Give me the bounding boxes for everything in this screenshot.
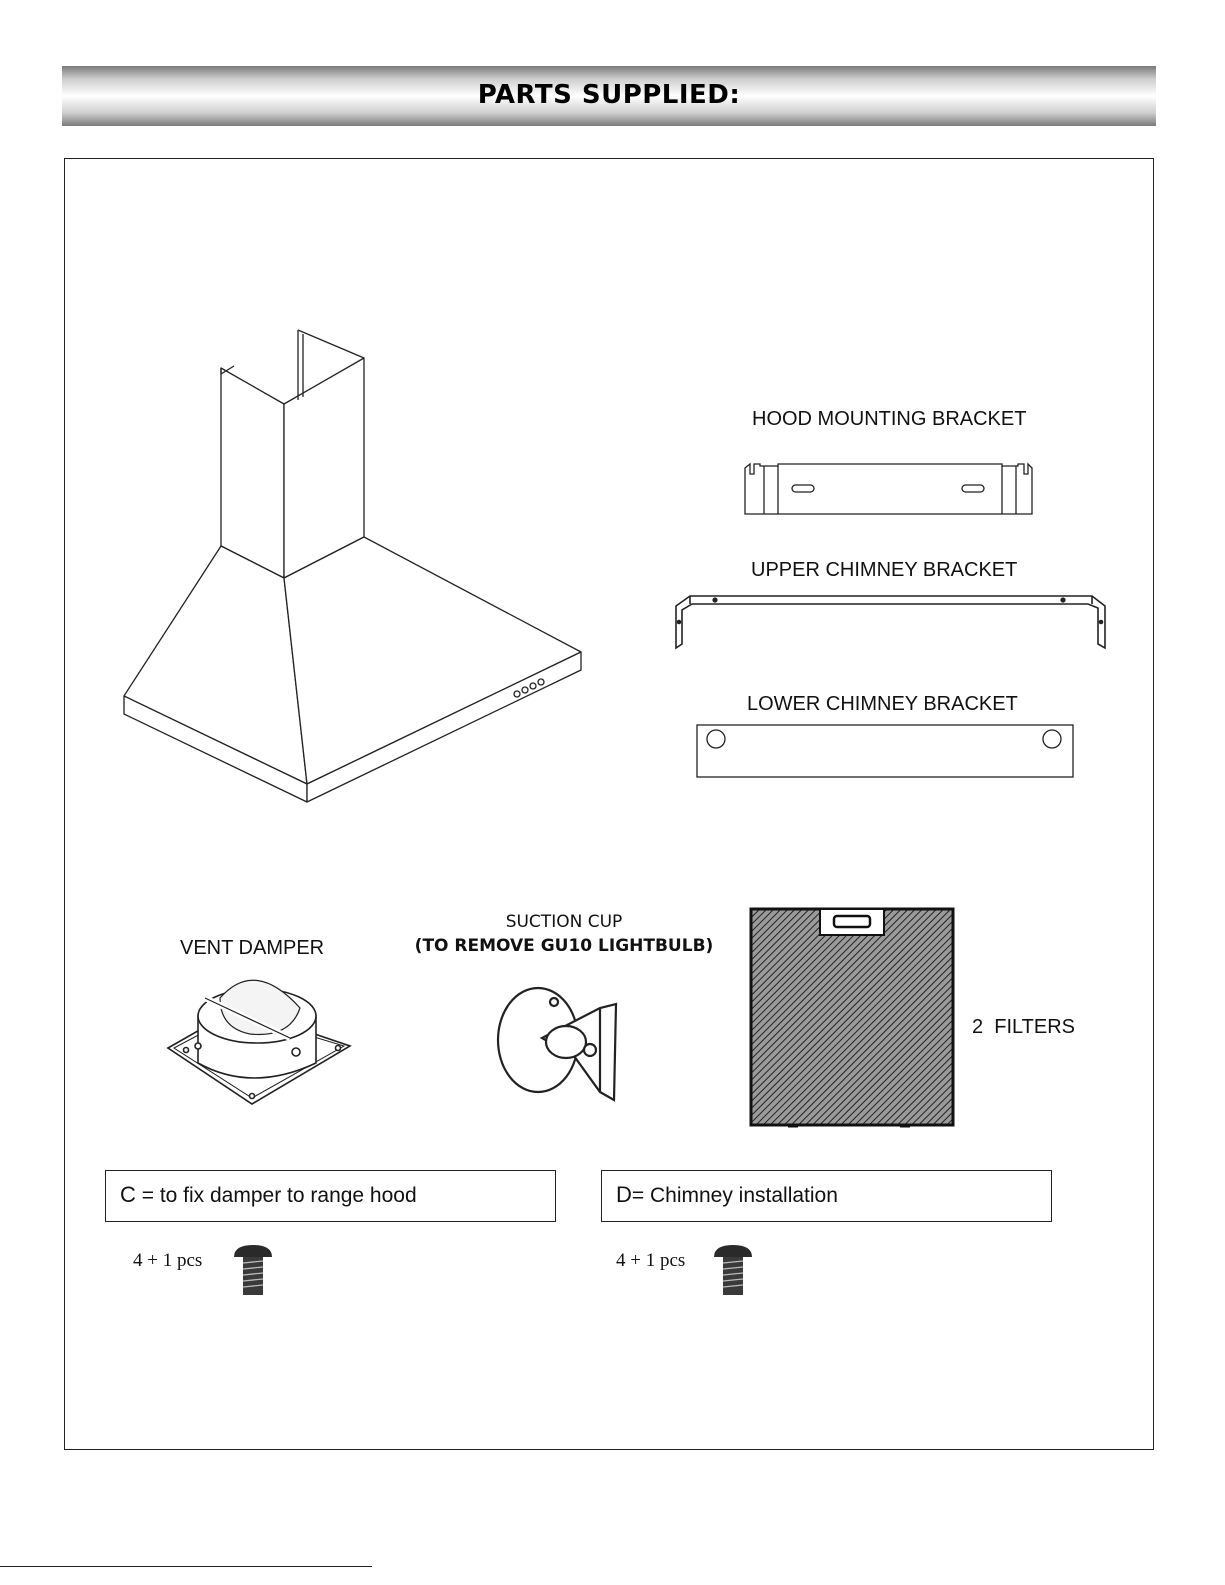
screw-d-quantity: 4 + 1 pcs	[616, 1250, 685, 1272]
suction-cup-label: SUCTION CUP (TO REMOVE GU10 LIGHTBULB)	[408, 910, 720, 958]
screw-icon	[712, 1243, 754, 1297]
vent-damper-icon	[160, 968, 360, 1108]
suction-cup-label-line2: (TO REMOVE GU10 LIGHTBULB)	[408, 934, 720, 958]
footer-divider	[0, 1566, 372, 1567]
screw-c-description: = to fix damper to range hood	[136, 1184, 417, 1207]
lower-chimney-bracket-label: LOWER CHIMNEY BRACKET	[747, 693, 1018, 716]
screw-c-box: C = to fix damper to range hood	[105, 1170, 556, 1222]
upper-chimney-bracket-icon	[668, 590, 1118, 660]
suction-cup-label-line1: SUCTION CUP	[408, 910, 720, 934]
screw-icon	[232, 1243, 274, 1297]
hood-mounting-bracket-icon	[740, 460, 1040, 520]
lower-chimney-bracket-icon	[696, 724, 1076, 780]
filters-label: 2 FILTERS	[972, 1016, 1075, 1039]
suction-cup-icon	[494, 980, 624, 1100]
filter-icon	[748, 906, 958, 1128]
hood-mounting-bracket-label: HOOD MOUNTING BRACKET	[752, 408, 1026, 431]
screw-c-letter: C	[120, 1182, 136, 1207]
upper-chimney-bracket-label: UPPER CHIMNEY BRACKET	[751, 559, 1017, 582]
screw-d-letter: D	[616, 1182, 632, 1207]
screw-c-quantity: 4 + 1 pcs	[133, 1250, 202, 1272]
screw-d-description: = Chimney installation	[632, 1184, 838, 1207]
screw-d-box: D= Chimney installation	[601, 1170, 1052, 1222]
vent-damper-label: VENT DAMPER	[180, 937, 324, 960]
